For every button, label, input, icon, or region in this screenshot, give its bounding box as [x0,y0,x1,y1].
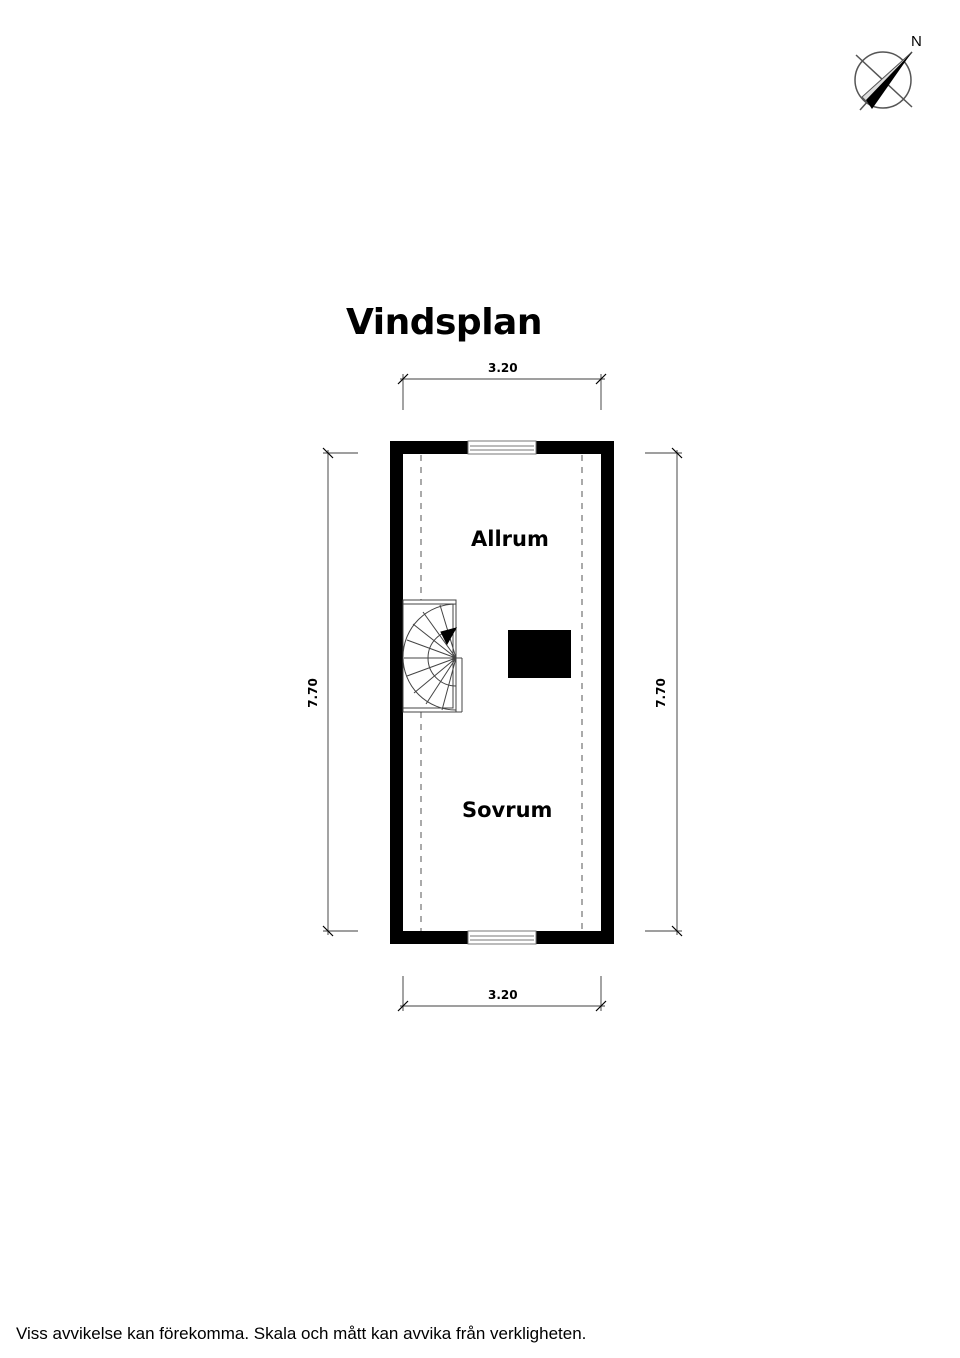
compass-icon [854,51,913,111]
dimension-top [397,373,607,410]
compass-north-label: N [911,33,922,50]
window-bottom [467,930,537,945]
window-top [467,440,537,455]
walls [390,441,614,944]
spiral-staircase [402,599,463,713]
roof-slope-lines [420,455,583,931]
room-label-sovrum: Sovrum [462,798,553,822]
dimension-left-label: 7.70 [305,678,320,708]
dimension-top-label: 3.20 [488,361,518,375]
room-label-allrum: Allrum [471,527,549,551]
dimension-bottom-label: 3.20 [488,988,518,1002]
stair-direction-arrow-icon [440,627,458,646]
disclaimer-text: Viss avvikelse kan förekomma. Skala och … [16,1324,587,1343]
chimney [508,630,571,678]
dimension-bottom [397,976,607,1012]
plan-title: Vindsplan [346,302,542,343]
dimension-right [645,447,683,937]
dimension-right-label: 7.70 [653,678,668,708]
page-title: Vindsplan [0,302,960,343]
dimension-left [322,447,358,937]
